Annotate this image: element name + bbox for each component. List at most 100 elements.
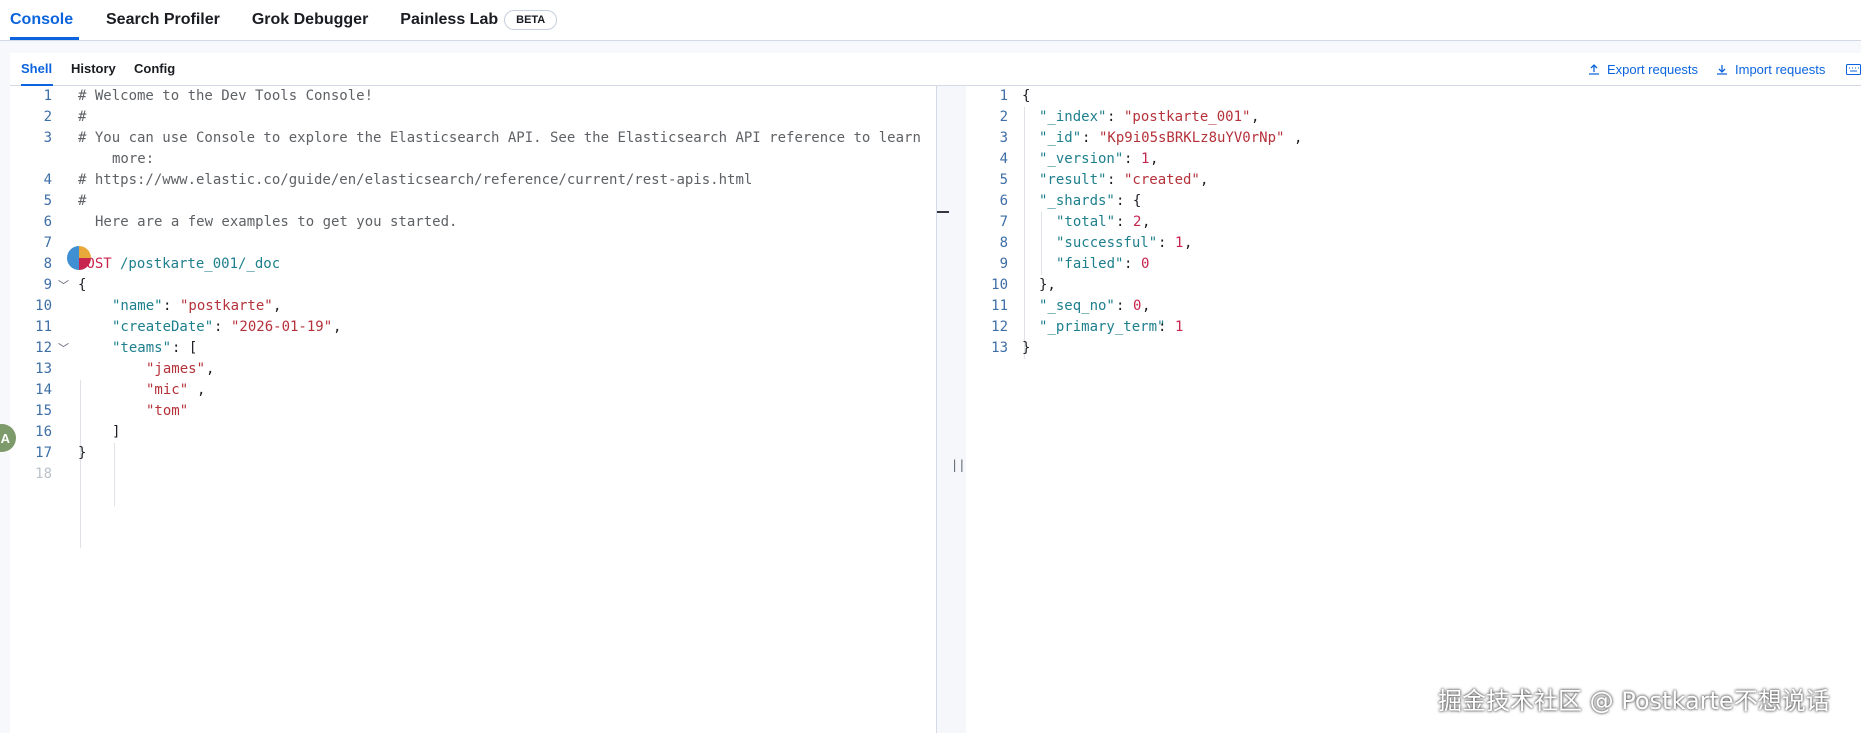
avatar[interactable]: A xyxy=(0,424,16,452)
comma: , xyxy=(273,298,282,314)
line-number: 18 xyxy=(35,466,52,482)
json-number: 0 xyxy=(1133,298,1142,314)
line-number: 1 xyxy=(43,88,52,104)
json-key: "failed" xyxy=(1056,256,1124,272)
comment-text: # You can use Console to explore the Ela… xyxy=(78,130,921,146)
json-number: 0 xyxy=(1141,256,1150,272)
colon: : xyxy=(1158,235,1167,251)
json-string: "postkarte" xyxy=(180,298,273,314)
download-icon xyxy=(1717,64,1727,75)
tab-label: Search Profiler xyxy=(106,10,220,28)
import-requests-button[interactable]: Import requests xyxy=(1716,53,1825,86)
comment-text: # https://www.elastic.co/guide/en/elasti… xyxy=(78,172,753,188)
json-number: 1 xyxy=(1141,151,1150,167)
json-key: "result" xyxy=(1039,172,1107,188)
beta-badge: BETA xyxy=(504,9,558,30)
tab-search-profiler[interactable]: Search Profiler xyxy=(106,0,220,40)
import-requests-label: Import requests xyxy=(1735,62,1826,77)
line-number: 3 xyxy=(43,130,52,146)
tab-grok-debugger[interactable]: Grok Debugger xyxy=(252,0,368,40)
line-number: 11 xyxy=(35,319,52,335)
comma: , xyxy=(197,382,206,398)
subtab-label: History xyxy=(71,61,116,76)
line-number: 17 xyxy=(35,445,52,461)
tab-label: Console xyxy=(10,10,74,28)
upload-icon xyxy=(1589,63,1599,75)
line-number: 4 xyxy=(999,151,1008,167)
json-key: "_version" xyxy=(1039,151,1124,167)
line-number: 6 xyxy=(43,214,52,230)
object-open: : { xyxy=(1116,193,1142,209)
fold-chevron-icon[interactable]: ﹀ xyxy=(58,279,69,292)
json-string: "2026-01-19" xyxy=(231,319,333,335)
json-key: "_shards" xyxy=(1039,193,1115,209)
line-number: 5 xyxy=(43,193,52,209)
export-requests-button[interactable]: Export requests xyxy=(1588,53,1698,86)
line-number: 13 xyxy=(991,340,1008,356)
json-number: 1 xyxy=(1175,235,1184,251)
indent-guide xyxy=(114,443,115,506)
tab-shell[interactable]: Shell xyxy=(21,53,53,86)
json-key: "_seq_no" xyxy=(1039,298,1115,314)
json-string: "tom" xyxy=(146,403,189,419)
json-key: "_primary_term" xyxy=(1039,319,1166,335)
line-number: 10 xyxy=(991,277,1008,293)
request-path: /postkarte_001/_doc xyxy=(120,256,281,272)
line-number: 3 xyxy=(999,130,1008,146)
indent-guide xyxy=(80,380,81,548)
line-number: 12 xyxy=(991,319,1008,335)
json-string: "created" xyxy=(1124,172,1200,188)
colon: : xyxy=(1124,151,1133,167)
tab-label: Grok Debugger xyxy=(251,10,369,28)
tab-painless-lab[interactable]: Painless Lab BETA xyxy=(400,0,558,40)
line-number: 8 xyxy=(43,256,52,272)
brace: { xyxy=(1022,88,1031,104)
line-number: 10 xyxy=(35,298,52,314)
line-number: 16 xyxy=(35,424,52,440)
colon: : xyxy=(1082,130,1091,146)
fold-chevron-icon[interactable]: ﹀ xyxy=(58,342,69,355)
line-number: 2 xyxy=(999,109,1008,125)
tab-history[interactable]: History xyxy=(71,53,116,86)
line-number: 11 xyxy=(991,298,1008,314)
subtab-label: Config xyxy=(134,61,176,76)
pane-resizer[interactable]: || xyxy=(936,86,966,733)
drag-handle-icon[interactable]: || xyxy=(951,458,966,472)
indent-guide xyxy=(1024,107,1025,359)
json-string: "Kp9i05sBRKLz8uYV0rNp" xyxy=(1099,130,1285,146)
json-key: "total" xyxy=(1056,214,1116,230)
export-requests-label: Export requests xyxy=(1607,62,1699,77)
request-editor[interactable]: 1# Welcome to the Dev Tools Console! 2# … xyxy=(10,86,936,733)
response-output: 1{ 2"_index":"postkarte_001", 3"_id":"Kp… xyxy=(966,86,1861,733)
lightbulb-icon[interactable] xyxy=(67,246,91,270)
comma: , xyxy=(1184,235,1193,251)
tab-label: Painless Lab xyxy=(400,10,499,28)
comment-text: more: xyxy=(112,151,155,167)
json-string: "james" xyxy=(146,361,206,377)
indent-guide xyxy=(1041,212,1042,275)
json-string: "mic" xyxy=(146,382,189,398)
keyboard-icon xyxy=(1846,64,1861,75)
brace: { xyxy=(78,277,87,293)
comma: , xyxy=(1251,109,1260,125)
line-number: 2 xyxy=(43,109,52,125)
comma: , xyxy=(1142,214,1151,230)
json-key: "createDate" xyxy=(112,319,214,335)
console-subtabs: Shell History Config Export requests Imp… xyxy=(10,53,1861,86)
json-number: 1 xyxy=(1175,319,1184,335)
json-string: "postkarte_001" xyxy=(1124,109,1251,125)
json-key: "name" xyxy=(112,298,163,314)
line-number: 7 xyxy=(43,235,52,251)
dev-tools-tabs: Console Search Profiler Grok Debugger Pa… xyxy=(0,0,1861,41)
json-key: "teams" xyxy=(112,340,172,356)
keyboard-shortcuts-button[interactable] xyxy=(1846,53,1861,86)
tab-console[interactable]: Console xyxy=(10,0,79,40)
json-key: "_index" xyxy=(1039,109,1107,125)
watermark: 掘金技术社区 @ Postkarte不想说话 xyxy=(1438,687,1830,715)
comma: , xyxy=(1142,298,1151,314)
line-number: 14 xyxy=(35,382,52,398)
line-number: 15 xyxy=(35,403,52,419)
line-number: 5 xyxy=(999,172,1008,188)
comma: , xyxy=(1294,130,1303,146)
tab-config[interactable]: Config xyxy=(134,53,175,86)
